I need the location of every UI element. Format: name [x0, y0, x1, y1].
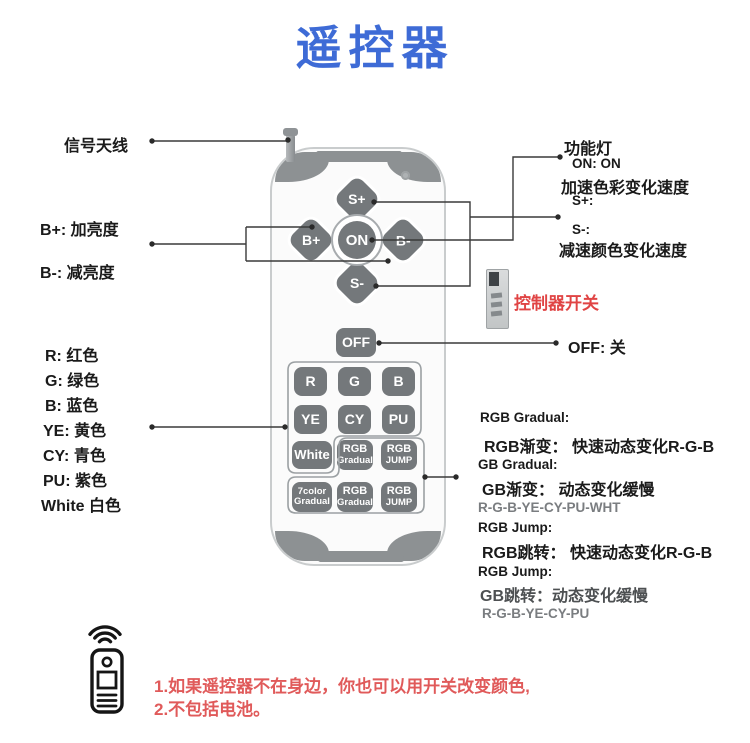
legend-pu: PU: 紫色	[43, 473, 108, 490]
switch-marking	[490, 310, 503, 317]
speed-down-desc: 减速颜色变化速度	[559, 243, 688, 260]
antenna	[286, 135, 295, 162]
speed-up-desc: 加速色彩变化速度	[561, 180, 690, 197]
function-light-label: 功能灯	[564, 141, 613, 158]
rgb-mode-line: RGB Gradual:	[480, 410, 570, 425]
button-on: ON	[338, 221, 376, 259]
s-plus-label: S+:	[572, 193, 594, 208]
switch-marking	[490, 292, 503, 299]
antenna-label: 信号天线	[64, 138, 129, 155]
off-desc: OFF: 关	[568, 340, 626, 357]
button-white: White	[292, 441, 332, 469]
s-minus-label: S-:	[572, 222, 590, 237]
antenna-cap	[283, 128, 298, 136]
rgb-mode-line: RGB Jump:	[478, 520, 553, 535]
controller-switch-label: 控制器开关	[514, 294, 599, 313]
button-ye: YE	[294, 405, 327, 434]
button-r: R	[294, 367, 327, 396]
note-1: 1.如果遥控器不在身边，你也可以用开关改变颜色,	[154, 677, 530, 696]
brightness-down-label: B-: 减亮度	[40, 265, 115, 282]
controller-switch-photo	[486, 269, 509, 329]
top-trim	[316, 151, 402, 162]
rgb-mode-line: RGB Jump:	[478, 564, 553, 579]
rgb-mode-line: GB Gradual:	[478, 457, 558, 472]
legend-white: White 白色	[41, 498, 121, 515]
note-2: 2.不包括电池。	[154, 700, 271, 719]
switch-marking	[490, 301, 503, 308]
page-title: 遥控器	[295, 22, 455, 74]
on-desc: ON: ON	[572, 156, 621, 171]
legend-ye: YE: 黄色	[43, 423, 107, 440]
rgb-mode-line: GB跳转：动态变化缓慢	[480, 588, 649, 605]
brightness-up-label: B+: 加亮度	[40, 222, 119, 239]
indicator-led	[401, 171, 410, 180]
button-cy: CY	[338, 405, 371, 434]
button-pu: PU	[382, 405, 415, 434]
button-b: B	[382, 367, 415, 396]
legend-cy: CY: 青色	[43, 448, 106, 465]
rgb-mode-line: GB渐变： 动态变化缓慢	[482, 482, 655, 499]
rgb-mode-line: RGB渐变： 快速动态变化R-G-B	[484, 439, 715, 456]
rgb-mode-line: RGB跳转： 快速动态变化R-G-B	[482, 545, 713, 562]
legend-r: R: 红色	[45, 348, 99, 365]
rgb-mode-line: R-G-B-YE-CY-PU	[482, 606, 590, 621]
legend-b: B: 蓝色	[45, 398, 99, 415]
button-g: G	[338, 367, 371, 396]
switch-cap	[489, 272, 499, 286]
remote-signal-icon	[88, 625, 124, 714]
bottom-trim	[318, 551, 404, 562]
rgb-mode-line: R-G-B-YE-CY-PU-WHT	[478, 500, 621, 515]
button-off: OFF	[336, 328, 376, 357]
legend-g: G: 绿色	[45, 373, 100, 390]
